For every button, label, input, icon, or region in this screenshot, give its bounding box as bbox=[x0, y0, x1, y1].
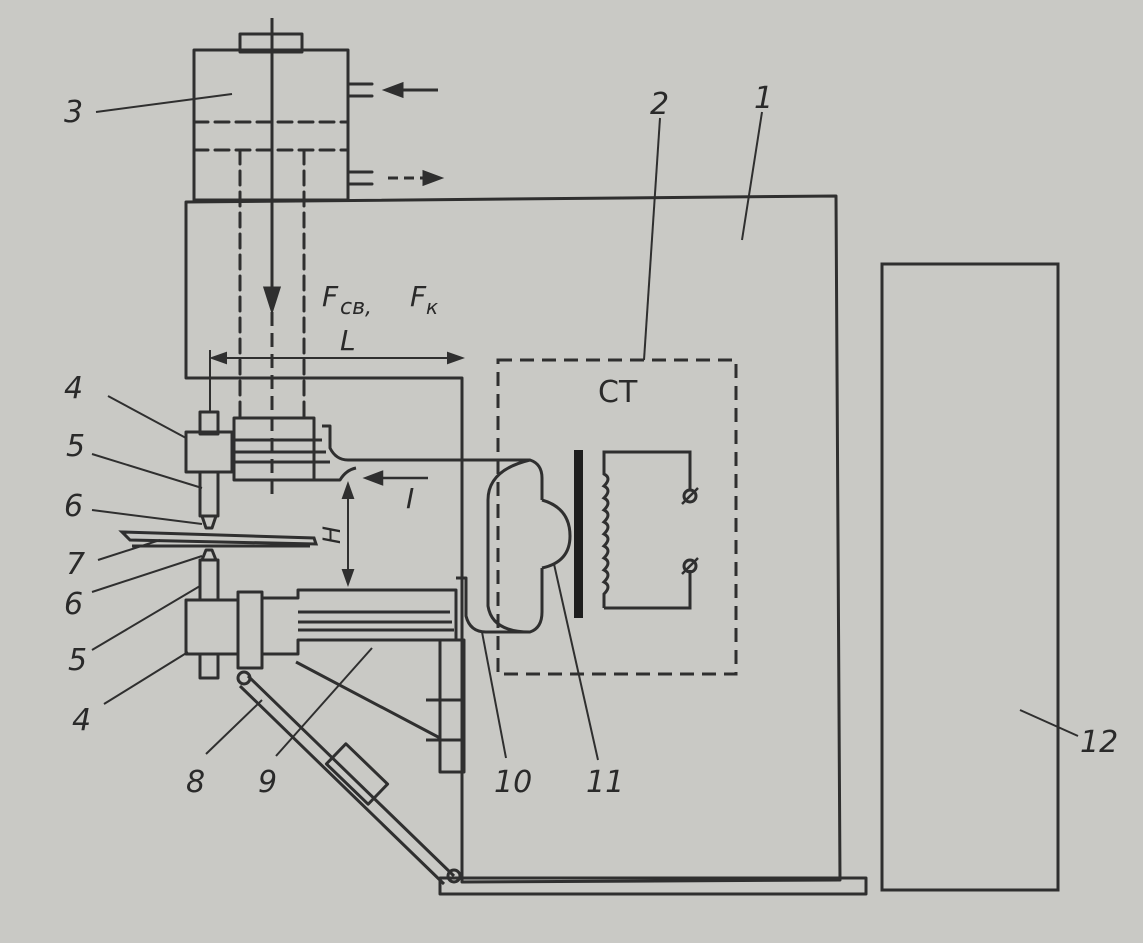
leader-5-top bbox=[91, 453, 203, 489]
callout-12: 12 bbox=[1080, 725, 1118, 760]
base-plate bbox=[438, 876, 868, 896]
leader-6-bottom bbox=[91, 555, 203, 593]
lower-console bbox=[262, 588, 458, 656]
force-weld-symbol: F bbox=[322, 280, 339, 313]
air-in-arrowhead bbox=[381, 81, 404, 99]
leader-4-bottom bbox=[103, 651, 189, 705]
force-clamp-symbol: F bbox=[410, 280, 427, 313]
primary-coil bbox=[601, 462, 610, 608]
callout-9: 9 bbox=[258, 765, 277, 800]
callout-11: 11 bbox=[586, 765, 624, 800]
adjustment-rod-2 bbox=[238, 684, 446, 886]
base-pivot bbox=[446, 868, 462, 884]
force-clamp-subscript: к bbox=[426, 295, 438, 319]
leader-7 bbox=[97, 539, 161, 561]
adjustment-rod bbox=[246, 674, 456, 878]
leader-5-bottom bbox=[91, 585, 201, 651]
rod-turnbuckle bbox=[324, 742, 390, 806]
workpiece-sheet-upper bbox=[118, 530, 319, 546]
lower-support-bracket bbox=[295, 640, 442, 740]
callout-6-top: 6 bbox=[64, 489, 83, 524]
l-arrow-left bbox=[209, 351, 227, 365]
leader-11 bbox=[553, 563, 599, 761]
callout-1: 1 bbox=[754, 81, 773, 116]
lower-clamp bbox=[236, 590, 264, 670]
leader-3 bbox=[95, 93, 233, 113]
h-arrow-bottom bbox=[341, 569, 355, 587]
leader-2 bbox=[643, 117, 661, 361]
leader-12 bbox=[1019, 709, 1079, 737]
leader-4-top bbox=[107, 395, 187, 439]
callout-6-bottom: 6 bbox=[64, 587, 83, 622]
terminal-top bbox=[682, 488, 698, 504]
callout-4-bottom: 4 bbox=[72, 703, 91, 738]
current-symbol: I bbox=[406, 482, 414, 515]
lever-pivot bbox=[236, 670, 252, 686]
upper-holder-top bbox=[198, 410, 220, 436]
terminal-top-slash bbox=[681, 487, 699, 505]
callout-10: 10 bbox=[494, 765, 532, 800]
upper-flex-bus-inner bbox=[314, 466, 357, 482]
transformer-label: СТ bbox=[598, 375, 638, 410]
secondary-loop bbox=[486, 458, 531, 634]
primary-lead-top bbox=[602, 450, 692, 490]
current-arrowhead bbox=[362, 470, 384, 486]
lower-electrode-holder bbox=[184, 598, 240, 656]
upper-flex-bus bbox=[322, 424, 544, 500]
lower-flex-bus bbox=[456, 568, 544, 634]
h-arrow-top bbox=[341, 481, 355, 499]
callout-3: 3 bbox=[64, 95, 83, 130]
callout-8: 8 bbox=[186, 765, 205, 800]
lower-holder-bottom bbox=[198, 652, 220, 680]
leader-9 bbox=[275, 647, 373, 757]
lower-electrode-shank bbox=[198, 558, 220, 602]
terminal-bottom bbox=[682, 558, 698, 574]
leader-6-top bbox=[91, 509, 203, 525]
force-arrowhead bbox=[262, 286, 282, 315]
transformer-core bbox=[574, 450, 583, 618]
upper-console bbox=[232, 416, 316, 482]
length-symbol: L bbox=[340, 324, 356, 357]
terminal-bottom-slash bbox=[681, 557, 699, 575]
upper-electrode-shank bbox=[198, 470, 220, 518]
callout-2: 2 bbox=[650, 87, 669, 122]
air-out-arrowhead bbox=[422, 169, 445, 187]
leader-8 bbox=[205, 699, 263, 755]
transformer-housing bbox=[496, 358, 738, 676]
upper-electrode-tip bbox=[200, 514, 218, 530]
primary-lead-bottom bbox=[604, 570, 692, 610]
callout-5-top: 5 bbox=[66, 429, 85, 464]
leader-10 bbox=[481, 631, 507, 759]
callout-7: 7 bbox=[66, 547, 85, 582]
secondary-winding bbox=[541, 498, 572, 570]
machine-body bbox=[184, 194, 842, 884]
callout-5-bottom: 5 bbox=[68, 643, 87, 678]
l-arrow-right bbox=[447, 351, 465, 365]
control-cabinet bbox=[880, 262, 1060, 892]
height-symbol: H bbox=[318, 526, 346, 544]
callout-4-top: 4 bbox=[64, 371, 83, 406]
bracket-post bbox=[438, 638, 466, 774]
force-weld-subscript: св, bbox=[340, 295, 372, 320]
leader-1 bbox=[741, 111, 763, 241]
upper-electrode-holder bbox=[184, 430, 234, 474]
